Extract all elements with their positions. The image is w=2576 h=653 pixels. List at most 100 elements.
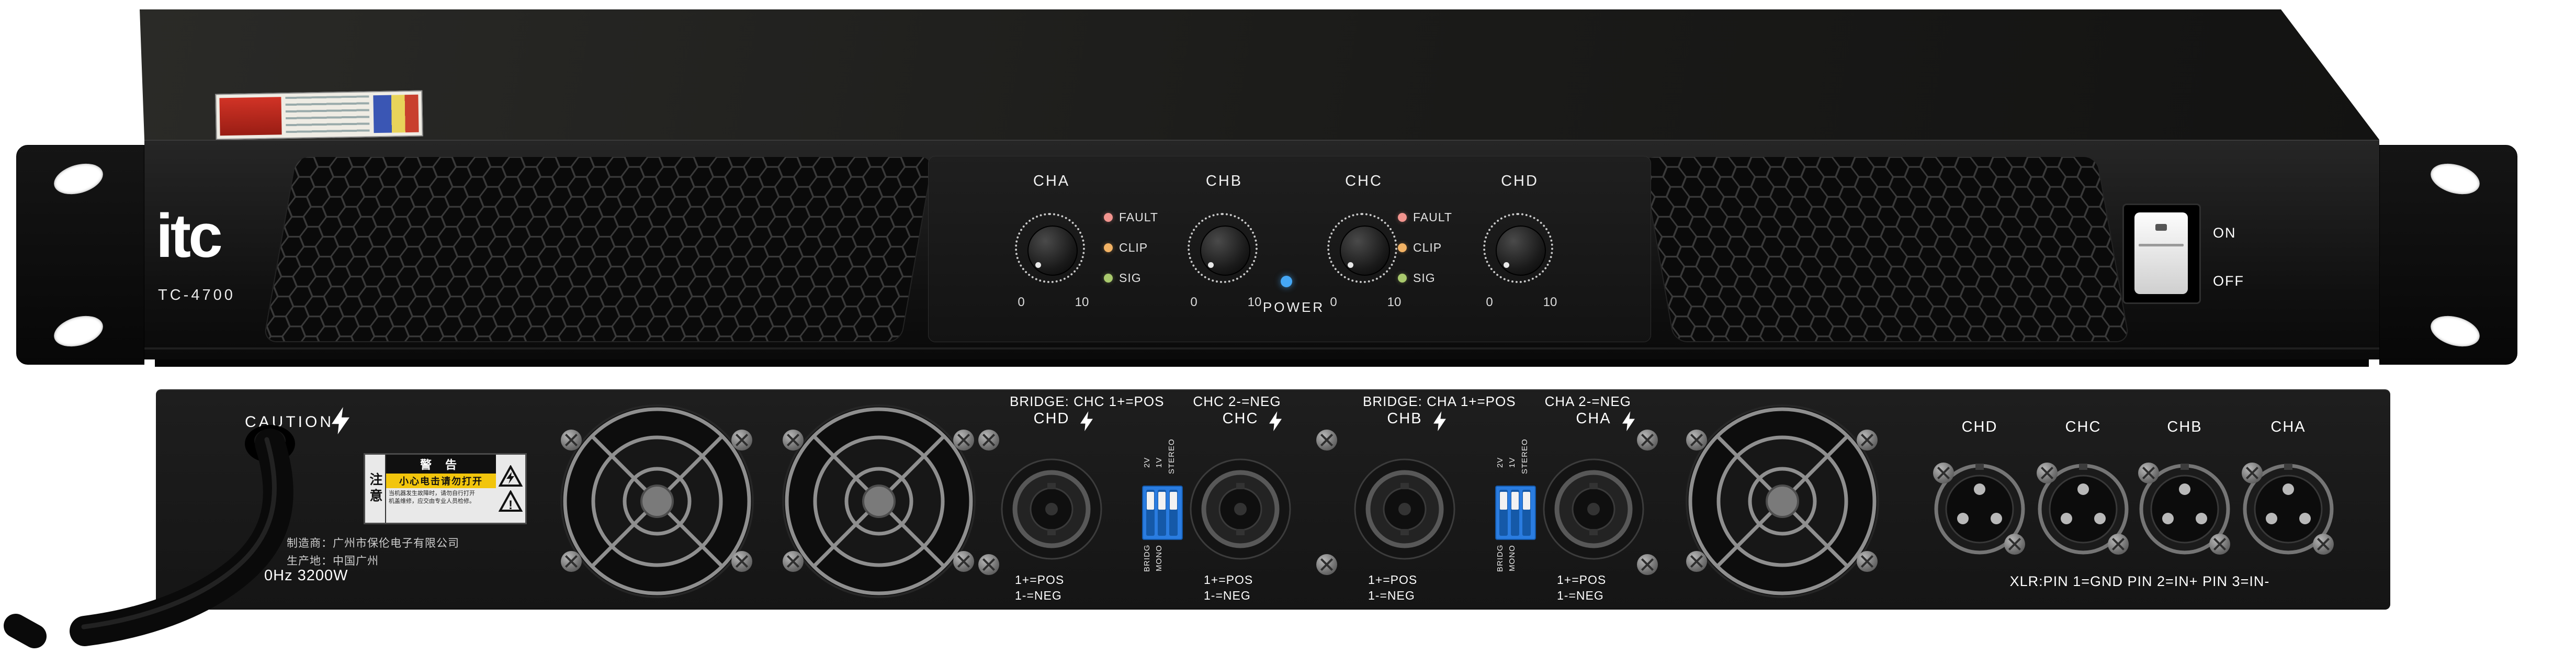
screw-icon xyxy=(1933,463,1954,483)
dip-knob[interactable] xyxy=(1158,492,1166,510)
dip-knob[interactable] xyxy=(1523,492,1530,510)
fine-print-line: 机盖维修，应交由专业人员检修。 xyxy=(389,498,475,505)
dip-label-bridge: BRIDG xyxy=(1496,544,1505,572)
dip-knob[interactable] xyxy=(1147,492,1154,510)
pos-line: 1+=POS xyxy=(1015,573,1065,587)
xlr-connector-cha xyxy=(2243,464,2334,555)
left-vent-grille xyxy=(263,156,934,342)
clip-label: CLIP xyxy=(1119,240,1148,254)
speakon-connector-chc xyxy=(1190,458,1291,560)
scale-max: 10 xyxy=(1075,295,1089,309)
screw-icon xyxy=(2313,534,2334,555)
clip-row: CLIP xyxy=(1398,240,1452,254)
screw-icon xyxy=(2242,463,2263,483)
power-switch[interactable] xyxy=(2122,204,2201,304)
sticker-text-lines xyxy=(285,95,370,135)
rocker-seam xyxy=(2139,244,2184,246)
channel-label-chd: CHD xyxy=(1033,410,1070,427)
scale-min: 0 xyxy=(1018,295,1025,309)
model-number: TC-4700 xyxy=(158,287,235,303)
dip-switch-3[interactable] xyxy=(1169,490,1178,536)
lightning-icon xyxy=(1080,411,1093,431)
speakon-connector-chd xyxy=(1001,458,1102,560)
signal-led xyxy=(1398,273,1407,283)
dip-knob[interactable] xyxy=(1511,492,1519,510)
fault-label: FAULT xyxy=(1119,210,1158,224)
gain-knob-cha[interactable] xyxy=(1027,226,1078,276)
speakon-connector-cha xyxy=(1543,458,1644,560)
wiring-note: 1+=POS 1-=NEG xyxy=(1204,572,1253,604)
dip-label-stereo: STEREO xyxy=(1167,438,1176,474)
xlr-label-cha: CHA xyxy=(2270,419,2306,435)
xlr-label-chd: CHD xyxy=(1961,419,1998,435)
pos-line: 1+=POS xyxy=(1557,573,1607,587)
screw-icon xyxy=(953,551,974,572)
signal-label: SIG xyxy=(1413,271,1436,285)
scale-max: 10 xyxy=(1387,295,1402,309)
chassis-top-surface xyxy=(140,9,2379,140)
fault-led xyxy=(1104,212,1113,222)
gain-knob-chd[interactable] xyxy=(1496,226,1546,276)
clip-led xyxy=(1104,243,1113,252)
power-label: POWER xyxy=(1262,299,1325,315)
screw-icon xyxy=(561,430,582,451)
warning-fine-print: 当机器发生故障时，请勿自行打开 机盖维修，应交由专业人员检修。 xyxy=(386,488,496,508)
dip-label-bridge: BRIDG xyxy=(1143,544,1151,572)
dip-switch-3[interactable] xyxy=(1522,490,1531,536)
scale-min: 0 xyxy=(1190,295,1197,309)
dip-knob[interactable] xyxy=(1170,492,1177,510)
dip-label-1v: 1V xyxy=(1508,457,1517,468)
screw-icon xyxy=(1686,430,1707,451)
speaker-output-section-cd: BRIDGE: CHC 1+=POS CHC 2-=NEG CHD CHC 2V… xyxy=(994,389,1339,609)
dip-knob[interactable] xyxy=(1500,492,1507,510)
honeycomb-pattern xyxy=(264,157,933,341)
sig-row: SIG xyxy=(1104,271,1158,285)
signal-label: SIG xyxy=(1119,271,1142,285)
pos-line: 1+=POS xyxy=(1204,573,1253,587)
screw-icon xyxy=(978,430,999,451)
scale-min: 0 xyxy=(1330,295,1337,309)
fault-led xyxy=(1398,212,1407,222)
right-vent-grille xyxy=(1641,156,2130,342)
bridge-header-left: BRIDGE: CHA 1+=POS xyxy=(1363,393,1516,409)
neg-line: 1-=NEG xyxy=(1015,588,1062,602)
svg-text:!: ! xyxy=(509,498,513,512)
screw-icon xyxy=(1686,551,1707,572)
speakon-connector-chb xyxy=(1354,458,1455,560)
screw-icon xyxy=(2209,534,2230,555)
knob-scale-ring xyxy=(1327,213,1397,283)
screw-icon xyxy=(2004,534,2025,555)
gain-knob-chc[interactable] xyxy=(1340,226,1390,276)
dip-switch-1[interactable] xyxy=(1499,490,1508,536)
warning-label: 注意 警 告 小心电击请勿打开 当机器发生故障时，请勿自行打开 机盖维修，应交由… xyxy=(364,453,527,524)
cooling-fan xyxy=(1686,404,1879,598)
mode-dip-switch[interactable] xyxy=(1142,486,1183,540)
wiring-note: 1+=POS 1-=NEG xyxy=(1368,572,1417,604)
sticker-red-block xyxy=(219,97,282,136)
mode-dip-switch[interactable] xyxy=(1495,486,1536,540)
power-rocker[interactable] xyxy=(2134,212,2188,294)
screw-icon xyxy=(731,430,752,451)
dip-switch-1[interactable] xyxy=(1146,490,1155,536)
channel-c-control: CHC 0 10 xyxy=(1317,173,1411,330)
warning-side-text: 注意 xyxy=(365,455,386,523)
screw-icon xyxy=(561,551,582,572)
screw-icon xyxy=(1316,554,1337,575)
screw-icon xyxy=(953,430,974,451)
dip-switch-2[interactable] xyxy=(1511,490,1519,536)
lightning-icon xyxy=(1433,411,1446,431)
clip-row: CLIP xyxy=(1104,240,1158,254)
shipping-label-sticker xyxy=(215,90,423,140)
channel-label: CHB xyxy=(1205,173,1243,189)
dip-switch-2[interactable] xyxy=(1158,490,1166,536)
speaker-output-section-ba: BRIDGE: CHA 1+=POS CHA 2-=NEG CHB CHA 2V… xyxy=(1347,389,1692,609)
clip-label: CLIP xyxy=(1413,240,1442,254)
dip-label-1v: 1V xyxy=(1155,457,1163,468)
knob-scale-ring xyxy=(1015,213,1085,283)
gain-knob-chb[interactable] xyxy=(1200,226,1250,276)
lightning-icon xyxy=(1622,411,1635,431)
clip-led xyxy=(1398,243,1407,252)
xlr-connector-chd xyxy=(1934,464,2025,555)
bridge-wiring-header: BRIDGE: CHA 1+=POS CHA 2-=NEG xyxy=(1363,393,1698,410)
